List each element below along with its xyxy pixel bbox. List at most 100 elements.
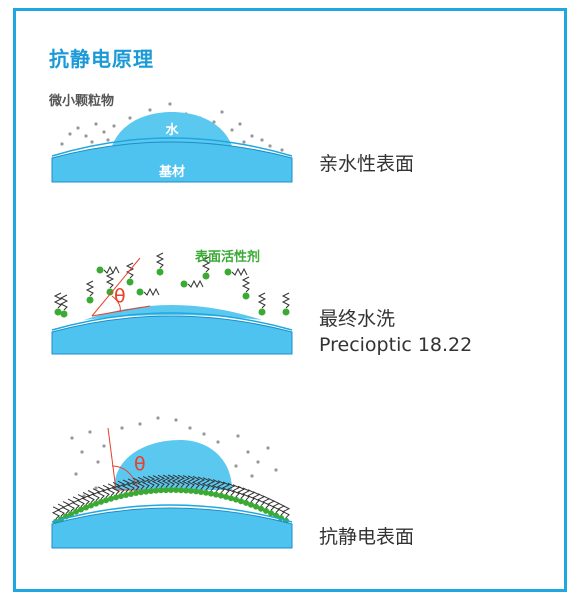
surfactant-label: 表面活性剂 (194, 249, 260, 265)
surfactant-tail (101, 484, 111, 498)
dust-particle (96, 460, 100, 464)
surfactant-head (88, 502, 94, 509)
dust-particle (102, 444, 106, 448)
dust-particle (148, 108, 152, 112)
dust-particle (280, 148, 284, 152)
dust-particle (90, 140, 94, 144)
surfactant-head (228, 495, 234, 502)
dust-particle (220, 110, 224, 114)
surfactant-head (113, 494, 119, 501)
surfactant-head (138, 489, 144, 496)
surfactant-head (258, 505, 264, 512)
surfactant-head (183, 487, 189, 494)
surfactant-head (180, 280, 188, 288)
surfactant-head (123, 491, 129, 498)
contact-angle-line (107, 427, 117, 491)
dust-particle (74, 472, 78, 476)
panel-hydrophilic: 水 基材 (51, 102, 293, 183)
dust-particle (202, 432, 206, 436)
contact-angle-label: θ (114, 285, 126, 307)
surfactant-tail (196, 476, 206, 490)
surfactant-tail (51, 506, 61, 520)
surfactant-tail (251, 491, 261, 505)
panel-final-wash: θ 表面活性剂 (51, 249, 293, 355)
surfactant-head (78, 506, 84, 513)
surfactant-head (158, 487, 164, 494)
dust-particle (80, 450, 84, 454)
surfactant-tail (105, 272, 115, 289)
surfactant-tail (281, 505, 291, 519)
surfactant-tail (246, 489, 256, 503)
surfactant-head (93, 500, 99, 507)
surfactant-tail (221, 481, 231, 495)
surfactant-head (54, 308, 62, 316)
surfactant-head (253, 503, 259, 510)
surfactant-tail (271, 500, 281, 513)
panel-antistatic: θ (51, 416, 293, 549)
surfactant-head (136, 288, 144, 296)
surfactant-head (208, 490, 214, 497)
dust-particle (102, 130, 106, 134)
dust-particle (156, 416, 160, 420)
surfactant-head (198, 488, 204, 495)
dust-particle (120, 426, 124, 430)
water-drop (114, 440, 232, 490)
caption-product: Precioptic 18.22 (319, 334, 473, 356)
surfactant-tail (257, 292, 267, 309)
contact-angle-label: θ (134, 453, 146, 475)
dust-particle (84, 134, 88, 138)
surfactant-head (233, 496, 239, 503)
contact-angle-arc (111, 465, 139, 489)
surfactant-tail (66, 498, 76, 512)
dust-particle (68, 132, 72, 136)
surfactant-tail (143, 287, 160, 297)
surfactant-head (68, 511, 74, 518)
surfactant-tail (81, 492, 91, 505)
dust-particle (94, 122, 98, 126)
surfactant-head (156, 268, 164, 276)
surfactant-head (60, 310, 68, 318)
dust-particle (250, 474, 254, 478)
surfactant-head (143, 488, 149, 495)
surfactant-molecules (53, 252, 291, 318)
dust-particle (242, 140, 246, 144)
surfactant-tail (201, 477, 211, 491)
surfactant-tail (211, 479, 221, 492)
surfactant-head (248, 501, 254, 508)
surfactant-head (173, 487, 179, 494)
surfactant-head (218, 492, 224, 499)
surfactant-tail (206, 478, 216, 491)
surfactant-tail (103, 265, 120, 275)
surfactant-tail (116, 480, 126, 494)
substrate (51, 141, 293, 183)
surfactant-head (243, 499, 249, 506)
surfactant-tail (71, 496, 81, 510)
dust-particle (70, 436, 74, 440)
surfactant-tail (151, 475, 161, 488)
surfactant-tail (226, 482, 236, 496)
substrate (51, 507, 293, 549)
surfactant-tail (126, 478, 136, 492)
surfactant-head (242, 292, 250, 300)
particles-label: 微小颗粒物 (49, 94, 115, 109)
surfactant-head (96, 266, 104, 274)
surfactant-tail (266, 497, 276, 511)
dust-particle (234, 464, 238, 468)
dust-particle (88, 430, 92, 434)
dust-particle (174, 418, 178, 422)
dust-particle (274, 468, 278, 472)
surfactant-tail (241, 487, 251, 501)
water-label: 水 (165, 122, 179, 138)
dust-particle (268, 144, 272, 148)
surfactant-tail (166, 474, 176, 488)
surfactant-head (268, 510, 274, 517)
surfactant-head (153, 487, 159, 494)
surfactant-head (83, 504, 89, 511)
surfactant-head (178, 487, 184, 494)
surfactant-tail (276, 502, 286, 516)
dust-particle (112, 124, 116, 128)
dust-particle (128, 116, 132, 120)
surfactant-tail (256, 493, 266, 507)
surfactant-tail (53, 292, 63, 309)
